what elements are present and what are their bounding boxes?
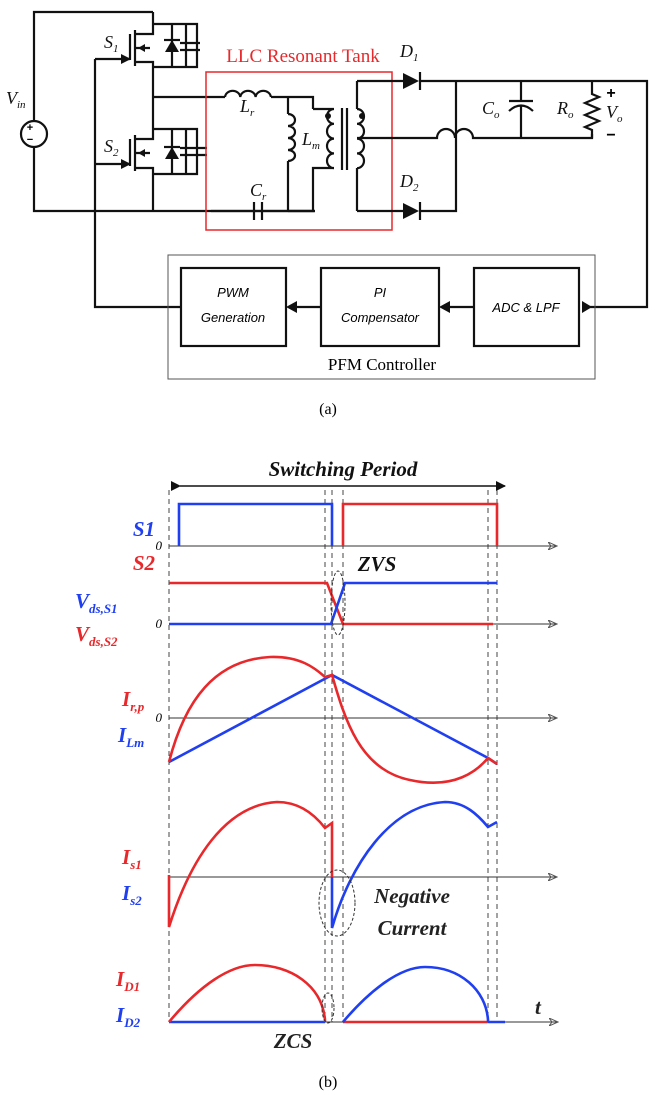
zero-tick: 0	[156, 710, 163, 725]
id1-waveform	[168, 963, 488, 1024]
irp-waveform	[167, 655, 498, 785]
id2-label: I	[115, 1003, 125, 1027]
gate-drive-wire	[93, 59, 181, 309]
is1-label: I	[121, 845, 131, 869]
zvs-label: ZVS	[357, 552, 397, 576]
svg-text:Co: Co	[482, 98, 500, 121]
vo-plus: +	[606, 85, 615, 102]
ro-label: R	[556, 98, 568, 118]
pfm-controller-label: PFM Controller	[328, 355, 436, 374]
co-capacitor	[508, 81, 534, 138]
transformer-primary	[288, 107, 335, 213]
co-label: C	[482, 98, 495, 118]
ilm-label: I	[117, 723, 127, 747]
svg-text:Vo: Vo	[606, 102, 623, 125]
vds-s2-waveform	[169, 581, 493, 626]
svg-text:Vds,S2: Vds,S2	[75, 622, 118, 649]
negative-current-label-line1: Negative	[373, 884, 450, 908]
lm-inductor	[287, 112, 297, 163]
svg-text:ID1: ID1	[115, 967, 140, 994]
svg-text:Ro: Ro	[556, 98, 574, 121]
d1-label: D	[399, 41, 413, 61]
pi-block-line2: Compensator	[341, 310, 420, 325]
is1-waveform	[167, 800, 334, 928]
pwm-block-line2: Generation	[201, 310, 265, 325]
circuit-diagram: + − Vin S1 S2	[6, 10, 649, 418]
ro-resistor	[582, 81, 602, 138]
vo-minus: −	[606, 127, 615, 144]
zvs-ellipse	[330, 570, 346, 636]
s1-label: S	[104, 32, 113, 52]
negative-current-ellipse	[318, 869, 356, 937]
pi-block-line1: PI	[374, 285, 387, 300]
svg-text:Lr: Lr	[239, 96, 255, 119]
vo-label: V	[606, 102, 619, 122]
cr-label: C	[250, 180, 263, 200]
switch-s2: S2	[95, 127, 207, 176]
zcs-ellipse	[321, 992, 335, 1024]
id1-label: I	[115, 967, 125, 991]
svg-text:ILm: ILm	[117, 723, 144, 750]
pwm-block-line1: PWM	[217, 285, 249, 300]
axes: 0 0 0	[156, 538, 559, 1022]
svg-text:−: −	[27, 134, 33, 146]
tank-label: LLC Resonant Tank	[226, 46, 380, 67]
s2-label: S2	[133, 551, 156, 575]
svg-text:S2: S2	[104, 136, 119, 159]
svg-text:Cr: Cr	[250, 180, 267, 203]
is2-label: I	[121, 881, 131, 905]
ilm-waveform	[168, 673, 498, 766]
rectifier: D1 D2	[357, 41, 649, 313]
output-stage: Co Ro + Vo −	[357, 81, 623, 144]
zcs-label: ZCS	[273, 1029, 313, 1053]
caption-b: (b)	[319, 1074, 338, 1091]
waveform-diagram: Switching Period 0 0 0 S1 S2 ZVS Vds,S1 …	[75, 457, 558, 1091]
s2-label: S	[104, 136, 113, 156]
switch-s1: S1	[95, 22, 200, 69]
negative-current-label-line2: Current	[378, 916, 448, 940]
pfm-controller: PWM Generation PI Compensator ADC & LPF …	[167, 254, 596, 380]
svg-text:S1: S1	[104, 32, 119, 55]
s2-waveform	[341, 502, 499, 546]
svg-text:ID2: ID2	[115, 1003, 141, 1030]
irp-label: I	[121, 687, 131, 711]
transformer-core	[340, 108, 349, 170]
svg-text:D2: D2	[399, 171, 419, 194]
tank-box	[205, 71, 393, 231]
s1-waveform	[177, 502, 334, 546]
svg-text:Lm: Lm	[301, 129, 320, 152]
id2-waveform	[342, 965, 490, 1023]
zero-tick: 0	[156, 616, 163, 631]
vds-s2-label: V	[75, 622, 91, 646]
lr-inductor	[223, 89, 272, 98]
d2-label: D	[399, 171, 413, 191]
lm-label: L	[301, 129, 312, 149]
llc-resonant-tank: LLC Resonant Tank Lr Lm Cr	[153, 46, 393, 231]
vds-s1-label: V	[75, 589, 91, 613]
vin-label: V	[6, 88, 19, 108]
svg-text:Vds,S1: Vds,S1	[75, 589, 118, 616]
switching-period-label: Switching Period	[269, 457, 418, 481]
vin-source: + − Vin	[6, 10, 315, 213]
svg-text:Vin: Vin	[6, 88, 26, 111]
svg-text:Is2: Is2	[121, 881, 142, 908]
lr-label: L	[239, 96, 250, 116]
vds-s1-waveform	[169, 581, 497, 626]
svg-text:+: +	[27, 122, 33, 134]
svg-text:Is1: Is1	[121, 845, 142, 872]
caption-a: (a)	[319, 401, 337, 418]
s1-label: S1	[133, 517, 155, 541]
is2-waveform	[330, 800, 498, 929]
zero-tick: 0	[156, 538, 163, 553]
transformer-secondary	[355, 81, 366, 211]
timing-guides	[168, 490, 498, 1022]
svg-text:D1: D1	[399, 41, 419, 64]
cr-capacitor	[252, 202, 264, 220]
svg-text:Ir,p: Ir,p	[121, 687, 145, 714]
adc-block: ADC & LPF	[491, 300, 560, 315]
time-axis-label: t	[535, 995, 542, 1019]
